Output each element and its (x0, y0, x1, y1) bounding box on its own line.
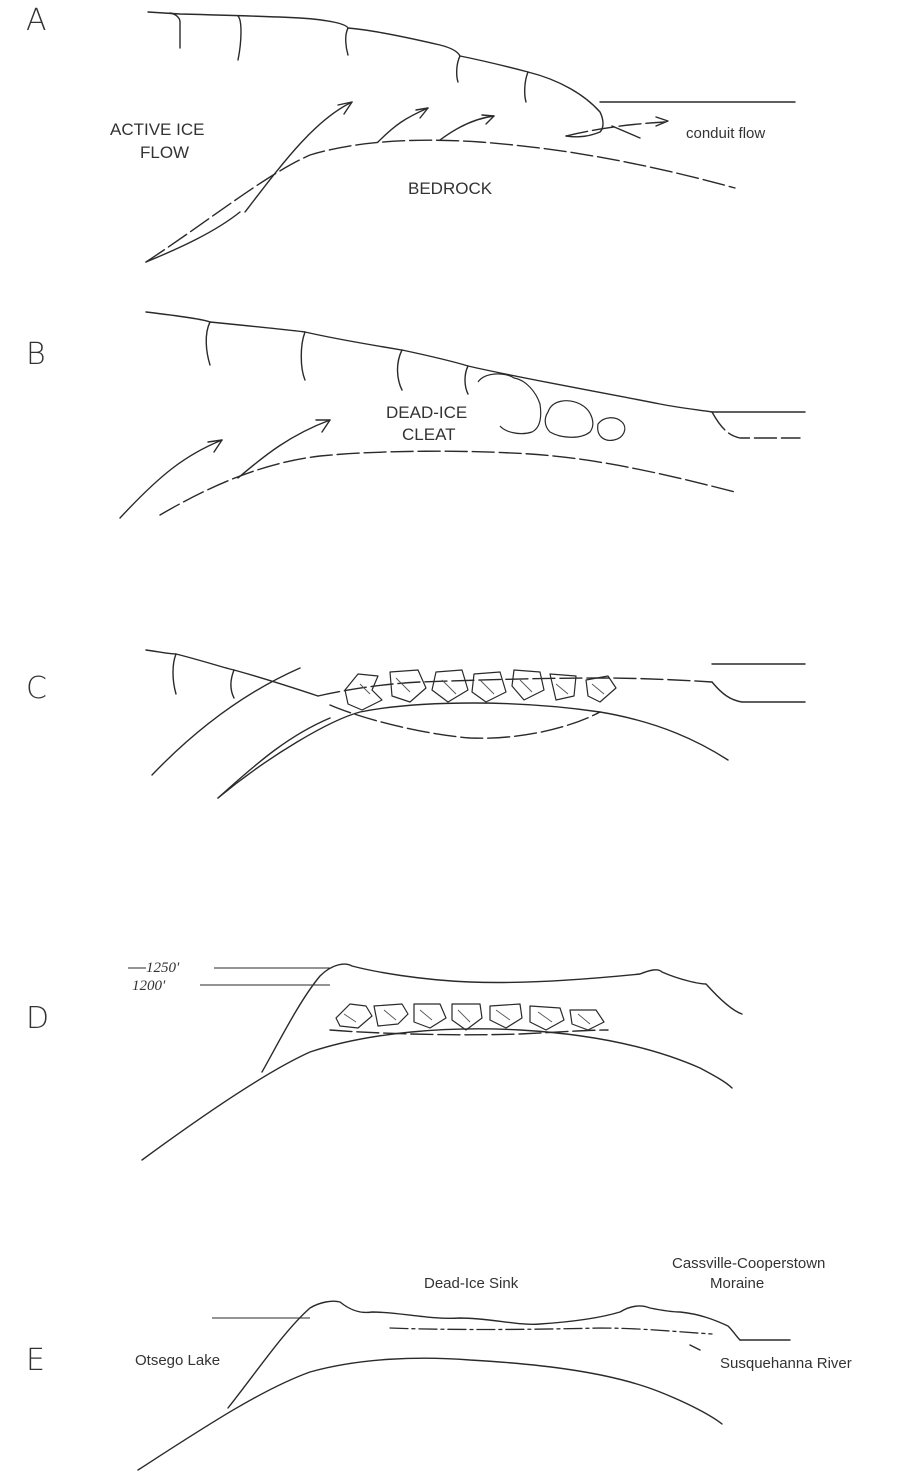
panel-e-bedrock-surface (138, 1358, 722, 1470)
panel-c-buried-ice (345, 670, 616, 710)
panel-c-surface (318, 678, 712, 696)
panel-b: B DEAD-ICE CLEAT (26, 312, 805, 518)
panel-a-ice-surface (148, 12, 603, 137)
panel-a-conduit (566, 122, 665, 136)
panel-b-dead-ice-block (478, 374, 541, 434)
panel-c-ice-surface (146, 650, 318, 696)
otsego-lake-label: Otsego Lake (135, 1352, 220, 1369)
dead-ice-sink-label: Dead-Ice Sink (424, 1275, 519, 1292)
panel-b-bedrock-surface (160, 451, 735, 515)
susquehanna-river-label: Susquehanna River (720, 1355, 852, 1372)
panel-d-letter: D (26, 1001, 49, 1036)
svg-text:FLOW: FLOW (140, 143, 189, 162)
panel-a-letter: A (26, 3, 47, 38)
elevation-1250-label: 1250' (146, 960, 180, 976)
panel-a-bedrock-surface (146, 140, 735, 262)
panel-b-ice-surface (146, 312, 712, 412)
elevation-1200-label: 1200' (132, 978, 166, 994)
panel-e: E Cassville-Cooperstown Moraine Dead-Ice… (26, 1255, 852, 1470)
panel-a: A ACTIVE ICE FLOW BEDROCK conduit flow (26, 3, 795, 262)
panel-d: D 1250' 1200' (26, 960, 742, 1160)
panel-a-active-ice-flow-label: ACTIVE ICE (110, 120, 204, 139)
panel-e-surface (228, 1301, 740, 1408)
panel-d-buried-ice (336, 1004, 604, 1030)
panel-b-dead-ice-cleat-label: DEAD-ICE (386, 403, 467, 422)
panel-c: C (26, 650, 805, 798)
panel-c-water-line (712, 682, 805, 702)
moraine-label: Cassville-Cooperstown (672, 1255, 825, 1272)
panel-c-letter: C (26, 671, 47, 706)
panel-a-flow-arrow (245, 102, 352, 212)
svg-text:Moraine: Moraine (710, 1275, 764, 1292)
panel-b-letter: B (26, 337, 46, 372)
panel-a-conduit-flow-label: conduit flow (686, 125, 765, 142)
panel-c-bedrock-surface (218, 703, 728, 798)
svg-text:CLEAT: CLEAT (402, 425, 456, 444)
panel-e-letter: E (26, 1343, 45, 1378)
panel-a-bedrock-label: BEDROCK (408, 179, 493, 198)
panel-a-crevasse (170, 13, 180, 48)
panel-d-bedrock-surface (142, 1029, 732, 1160)
